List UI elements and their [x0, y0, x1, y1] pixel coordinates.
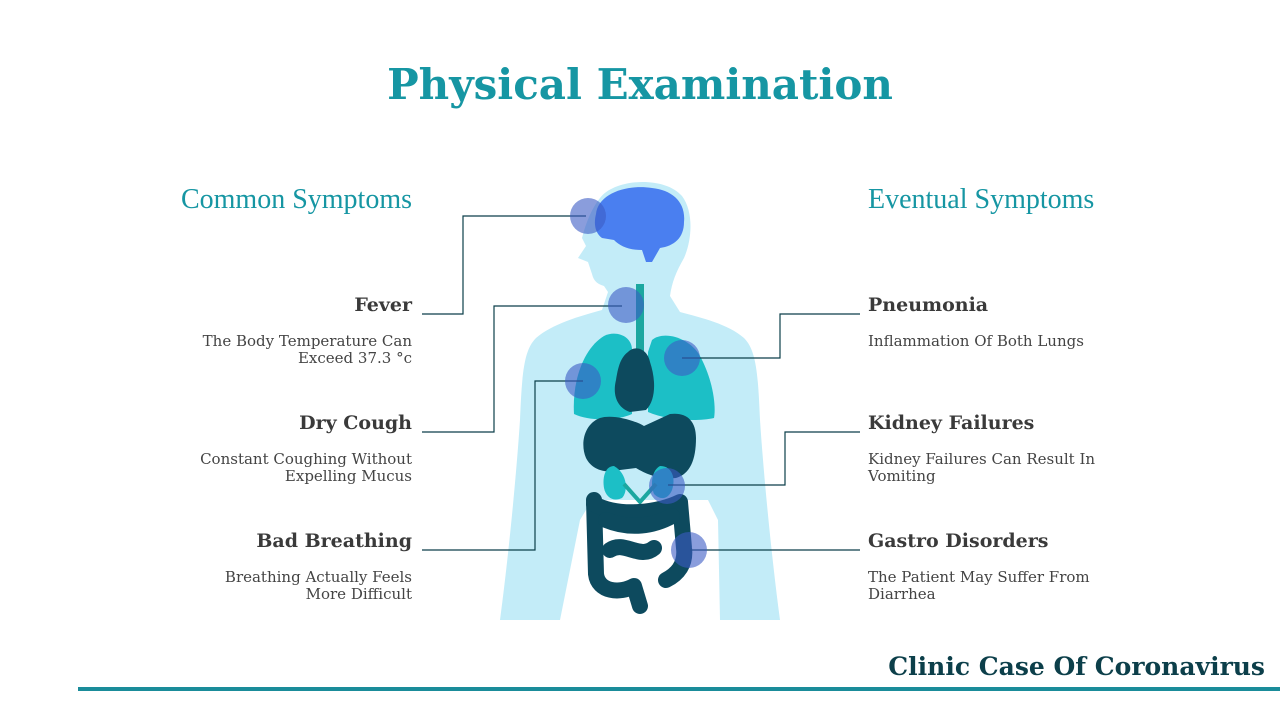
intestines-organ	[586, 492, 693, 614]
symptom-gastro-disorders-desc: The Patient May Suffer From Diarrhea	[868, 568, 1090, 603]
symptom-kidney-failures-desc: Kidney Failures Can Result In Vomiting	[868, 450, 1096, 485]
connector-lines	[422, 215, 860, 551]
marker-colon	[671, 532, 707, 568]
symptom-markers	[565, 198, 707, 568]
marker-kidney	[649, 468, 685, 504]
page-title: Physical Examination	[387, 60, 893, 109]
marker-throat	[608, 287, 644, 323]
symptom-dry-cough-desc: Constant Coughing Without Expelling Mucu…	[200, 450, 412, 485]
common-symptoms-heading: Common Symptoms	[180, 184, 412, 215]
connector-kidney-failures	[668, 431, 860, 486]
connector-dry-cough	[422, 305, 622, 433]
symptom-bad-breathing-name: Bad Breathing	[256, 530, 412, 552]
symptom-fever-desc: The Body Temperature Can Exceed 37.3 °c	[202, 332, 412, 367]
brain-organ	[594, 187, 685, 262]
trachea-organ	[636, 284, 644, 354]
symptom-pneumonia-desc: Inflammation Of Both Lungs	[868, 332, 1084, 350]
heart-organ	[614, 348, 655, 412]
symptom-dry-cough-name: Dry Cough	[299, 412, 412, 434]
marker-lung-right	[664, 340, 700, 376]
symptom-fever-name: Fever	[354, 294, 412, 316]
connector-bad-breathing	[422, 380, 583, 551]
connector-pneumonia	[682, 313, 860, 359]
symptom-kidney-failures-name: Kidney Failures	[868, 412, 1035, 434]
symptom-gastro-disorders-name: Gastro Disorders	[868, 530, 1049, 552]
footer-divider	[78, 687, 1280, 691]
marker-lung-left	[565, 363, 601, 399]
eventual-symptoms-heading: Eventual Symptoms	[868, 184, 1095, 215]
symptom-pneumonia-name: Pneumonia	[868, 294, 989, 316]
footer-title: Clinic Case Of Coronavirus	[888, 652, 1265, 681]
stomach-liver-organ	[583, 413, 696, 479]
symptom-bad-breathing-desc: Breathing Actually Feels More Difficult	[224, 568, 412, 603]
connector-fever	[422, 215, 586, 315]
marker-brain	[570, 198, 606, 234]
